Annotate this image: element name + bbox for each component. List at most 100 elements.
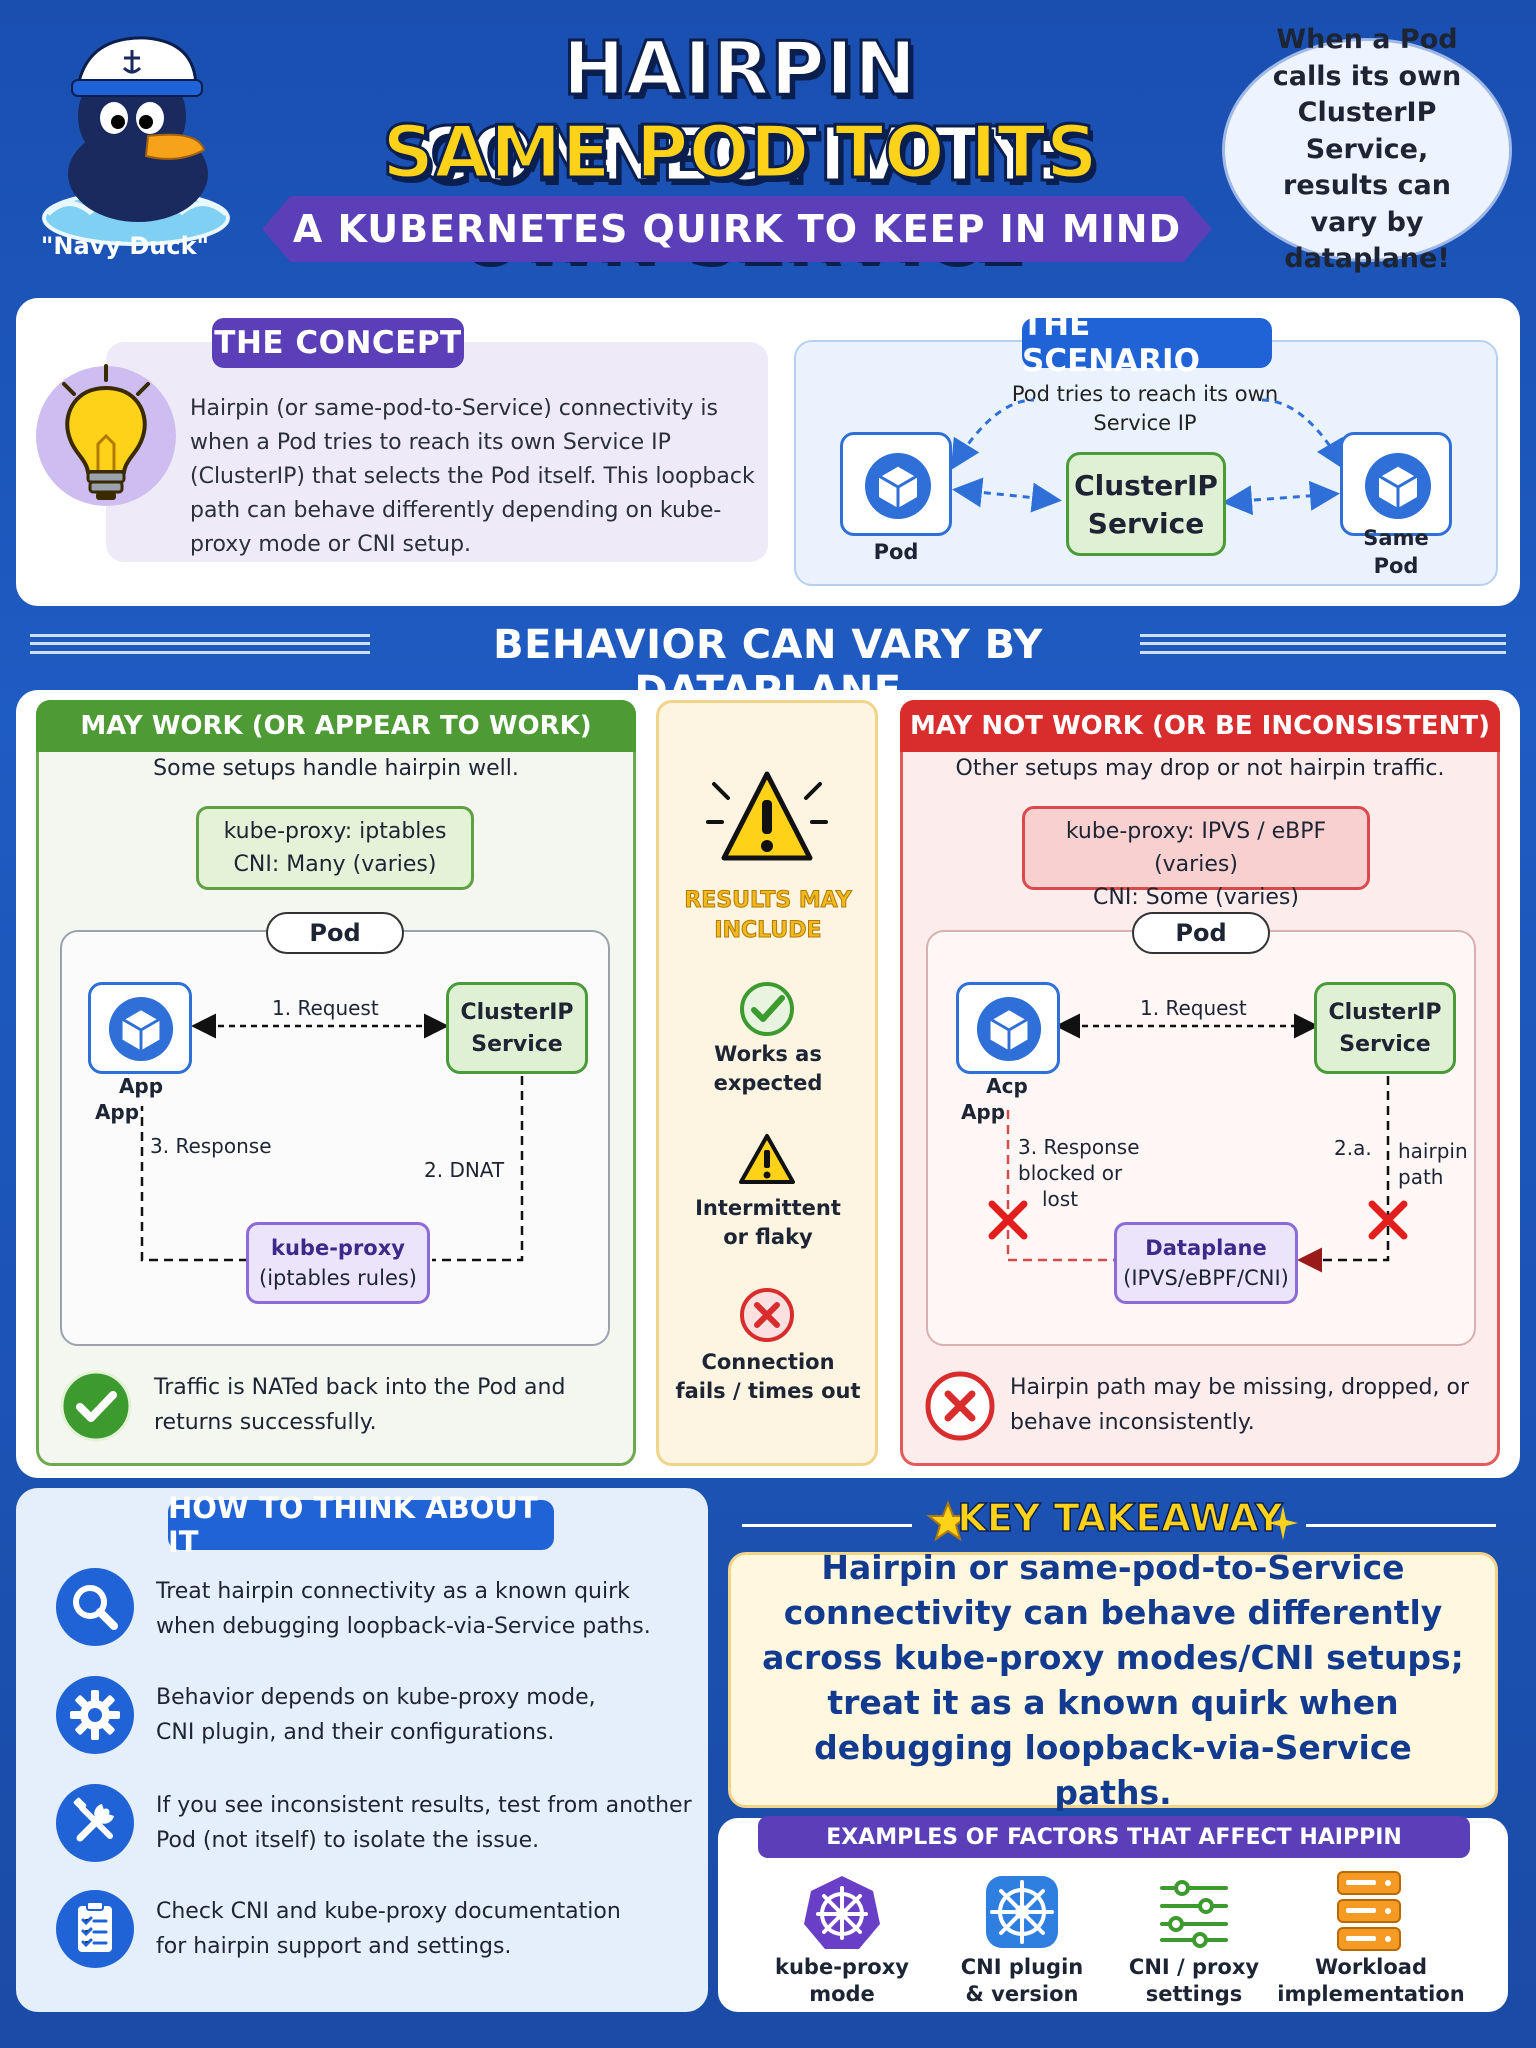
fails-header: MAY NOT WORK (OR BE INCONSISTENT): [900, 700, 1500, 752]
factor-2-label: CNI plugin & version: [942, 1954, 1102, 2008]
factor-1-line1: kube-proxy: [775, 1955, 909, 1979]
kubernetes-wheel-icon: [804, 1876, 880, 1949]
results-title-line1: RESULTS MAY: [684, 888, 852, 914]
works-subtitle: Some setups handle hairpin well.: [153, 756, 519, 781]
dropped-x-icon: [1368, 1200, 1408, 1240]
cube-icon: [1365, 453, 1431, 519]
tip-1: Treat hairpin connectivity as a known qu…: [156, 1574, 696, 1644]
tip-4-line1: Check CNI and kube-proxy documentation: [156, 1899, 621, 1924]
fails-step1-label: 1. Request: [1140, 996, 1247, 1020]
scenario-pod-label: Pod: [873, 540, 919, 564]
fails-step3-line3: lost: [1042, 1187, 1079, 1211]
cube-icon: [108, 996, 174, 1062]
tip-2-line2: CNI plugin, and their configurations.: [156, 1720, 555, 1745]
navy-duck-mascot-icon: [42, 36, 230, 246]
speech-bubble: When a Pod calls its own ClusterIP Servi…: [1222, 24, 1512, 274]
gear-icon: [56, 1676, 134, 1754]
results-title-line2: INCLUDE: [714, 918, 822, 944]
works-kp-line1: kube-proxy: [271, 1236, 405, 1260]
tip-2: Behavior depends on kube-proxy mode, CNI…: [156, 1680, 696, 1750]
works-app-box: [88, 982, 192, 1074]
scenario-same-pod-box: [1340, 432, 1452, 536]
fails-app-label: Acp: [986, 1074, 1028, 1098]
warning-icon: [706, 771, 828, 861]
works-step2-label: 2. DNAT: [424, 1158, 505, 1182]
fails-hairpin-line2: path: [1398, 1165, 1444, 1189]
scenario-pod-box: [840, 432, 952, 536]
concept-text: Hairpin (or same-pod-to-Service) connect…: [190, 396, 755, 557]
decorative-lines-left: [30, 634, 370, 654]
fails-step3-label: 3. Response blocked or lost: [1018, 1134, 1140, 1212]
factor-4-line1: Workload: [1315, 1955, 1427, 1979]
concept-box: [106, 342, 768, 562]
fails-dataplane-box: Dataplane (IPVS/eBPF/CNI): [1114, 1222, 1298, 1304]
scenario-caption: Pod tries to reach its own Service IP: [1011, 382, 1279, 435]
same-pod-line2: Pod: [1373, 554, 1419, 578]
scenario-service-line1: ClusterIP: [1074, 469, 1218, 502]
factor-1-line2: mode: [809, 1982, 875, 2006]
tools-icon: [56, 1784, 134, 1862]
fails-tag-line2: CNI: Some (varies): [1093, 885, 1299, 910]
works-app-label-2: App: [94, 1100, 140, 1124]
fails-pod-label: Pod: [1132, 912, 1270, 954]
cube-icon: [865, 453, 931, 519]
tip-3-line2: Pod (not itself) to isolate the issue.: [156, 1828, 540, 1853]
fails-flow-arrows: [1006, 1013, 1390, 1273]
works-pod-label: Pod: [266, 912, 404, 954]
caution-icon: [739, 1134, 795, 1184]
result-works-line1: Works as: [714, 1042, 822, 1066]
check-circle-icon: [60, 1370, 132, 1442]
lightbulb-icon: [62, 364, 150, 500]
fails-config-tag: kube-proxy: IPVS / eBPF (varies) CNI: So…: [1022, 806, 1370, 910]
blocked-x-icon: [988, 1200, 1028, 1240]
works-app-label: App: [118, 1074, 164, 1098]
page-title-line1: HAIRPIN CONNECTIVITY:: [414, 25, 1065, 200]
key-takeaway-text: Hairpin or same-pod-to-Service connectiv…: [762, 1548, 1464, 1812]
cube-icon: [976, 996, 1042, 1062]
fails-step3-line2: blocked or: [1018, 1161, 1123, 1185]
subtitle-banner: A KUBERNETES QUIRK TO KEEP IN MIND: [262, 196, 1212, 262]
factor-2-line1: CNI plugin: [960, 1955, 1084, 1979]
works-step3-label: 3. Response: [150, 1134, 272, 1158]
helm-wheel-icon: [986, 1876, 1058, 1948]
search-icon: [56, 1568, 134, 1646]
tip-1-line2: when debugging loopback-via-Service path…: [156, 1614, 651, 1639]
checklist-icon: [56, 1890, 134, 1968]
key-takeaway-title: KEY TAKEAWAY: [957, 1495, 1284, 1541]
tip-4: Check CNI and kube-proxy documentation f…: [156, 1894, 696, 1964]
factor-3-line2: settings: [1145, 1982, 1243, 2006]
tip-4-line2: for hairpin support and settings.: [156, 1934, 512, 1959]
factor-3-label: CNI / proxy settings: [1114, 1954, 1274, 2008]
factor-3-line1: CNI / proxy: [1128, 1955, 1260, 1979]
result-flaky-line1: Intermittent: [695, 1196, 841, 1220]
takeaway-line-right: [1306, 1524, 1496, 1527]
scenario-arrows: [794, 398, 1498, 516]
fails-app-label-2: App: [960, 1100, 1006, 1124]
concept-title: THE CONCEPT: [212, 318, 464, 368]
decorative-lines-right: [1140, 634, 1506, 654]
works-note: Traffic is NATed back into the Pod and r…: [154, 1375, 566, 1435]
works-flow-arrows: [140, 1013, 524, 1262]
fails-note: Hairpin path may be missing, dropped, or…: [1010, 1375, 1470, 1435]
fails-step2-label: 2.a.: [1334, 1136, 1372, 1160]
fails-hairpin-label: hairpin path: [1398, 1138, 1468, 1190]
fails-step3-line1: 3. Response: [1018, 1135, 1140, 1159]
fails-service-line1: ClusterIP: [1328, 1000, 1442, 1025]
x-circle-icon: [740, 1288, 794, 1342]
fails-dp-line2: (IPVS/eBPF/CNI): [1123, 1266, 1289, 1290]
works-tag-line2: CNI: Many (varies): [233, 852, 437, 877]
key-takeaway-box: Hairpin or same-pod-to-Service connectiv…: [728, 1548, 1498, 1812]
fails-service-box: ClusterIP Service: [1314, 982, 1456, 1074]
tip-2-line1: Behavior depends on kube-proxy mode,: [156, 1685, 596, 1710]
factor-4-line2: implementation: [1277, 1982, 1465, 2006]
works-tag-line1: kube-proxy: iptables: [223, 819, 447, 844]
results-title: RESULTS MAY INCLUDE: [668, 886, 868, 946]
tip-1-line1: Treat hairpin connectivity as a known qu…: [156, 1579, 630, 1604]
works-service-line1: ClusterIP: [460, 1000, 574, 1025]
scenario-service-box: ClusterIP Service: [1066, 452, 1226, 556]
result-fails-line2: fails / times out: [675, 1379, 861, 1403]
factor-2-line2: & version: [965, 1982, 1079, 2006]
scenario-same-pod-label: Same Pod: [1340, 524, 1452, 580]
works-service-box: ClusterIP Service: [446, 982, 588, 1074]
fails-service-line2: Service: [1339, 1032, 1431, 1057]
